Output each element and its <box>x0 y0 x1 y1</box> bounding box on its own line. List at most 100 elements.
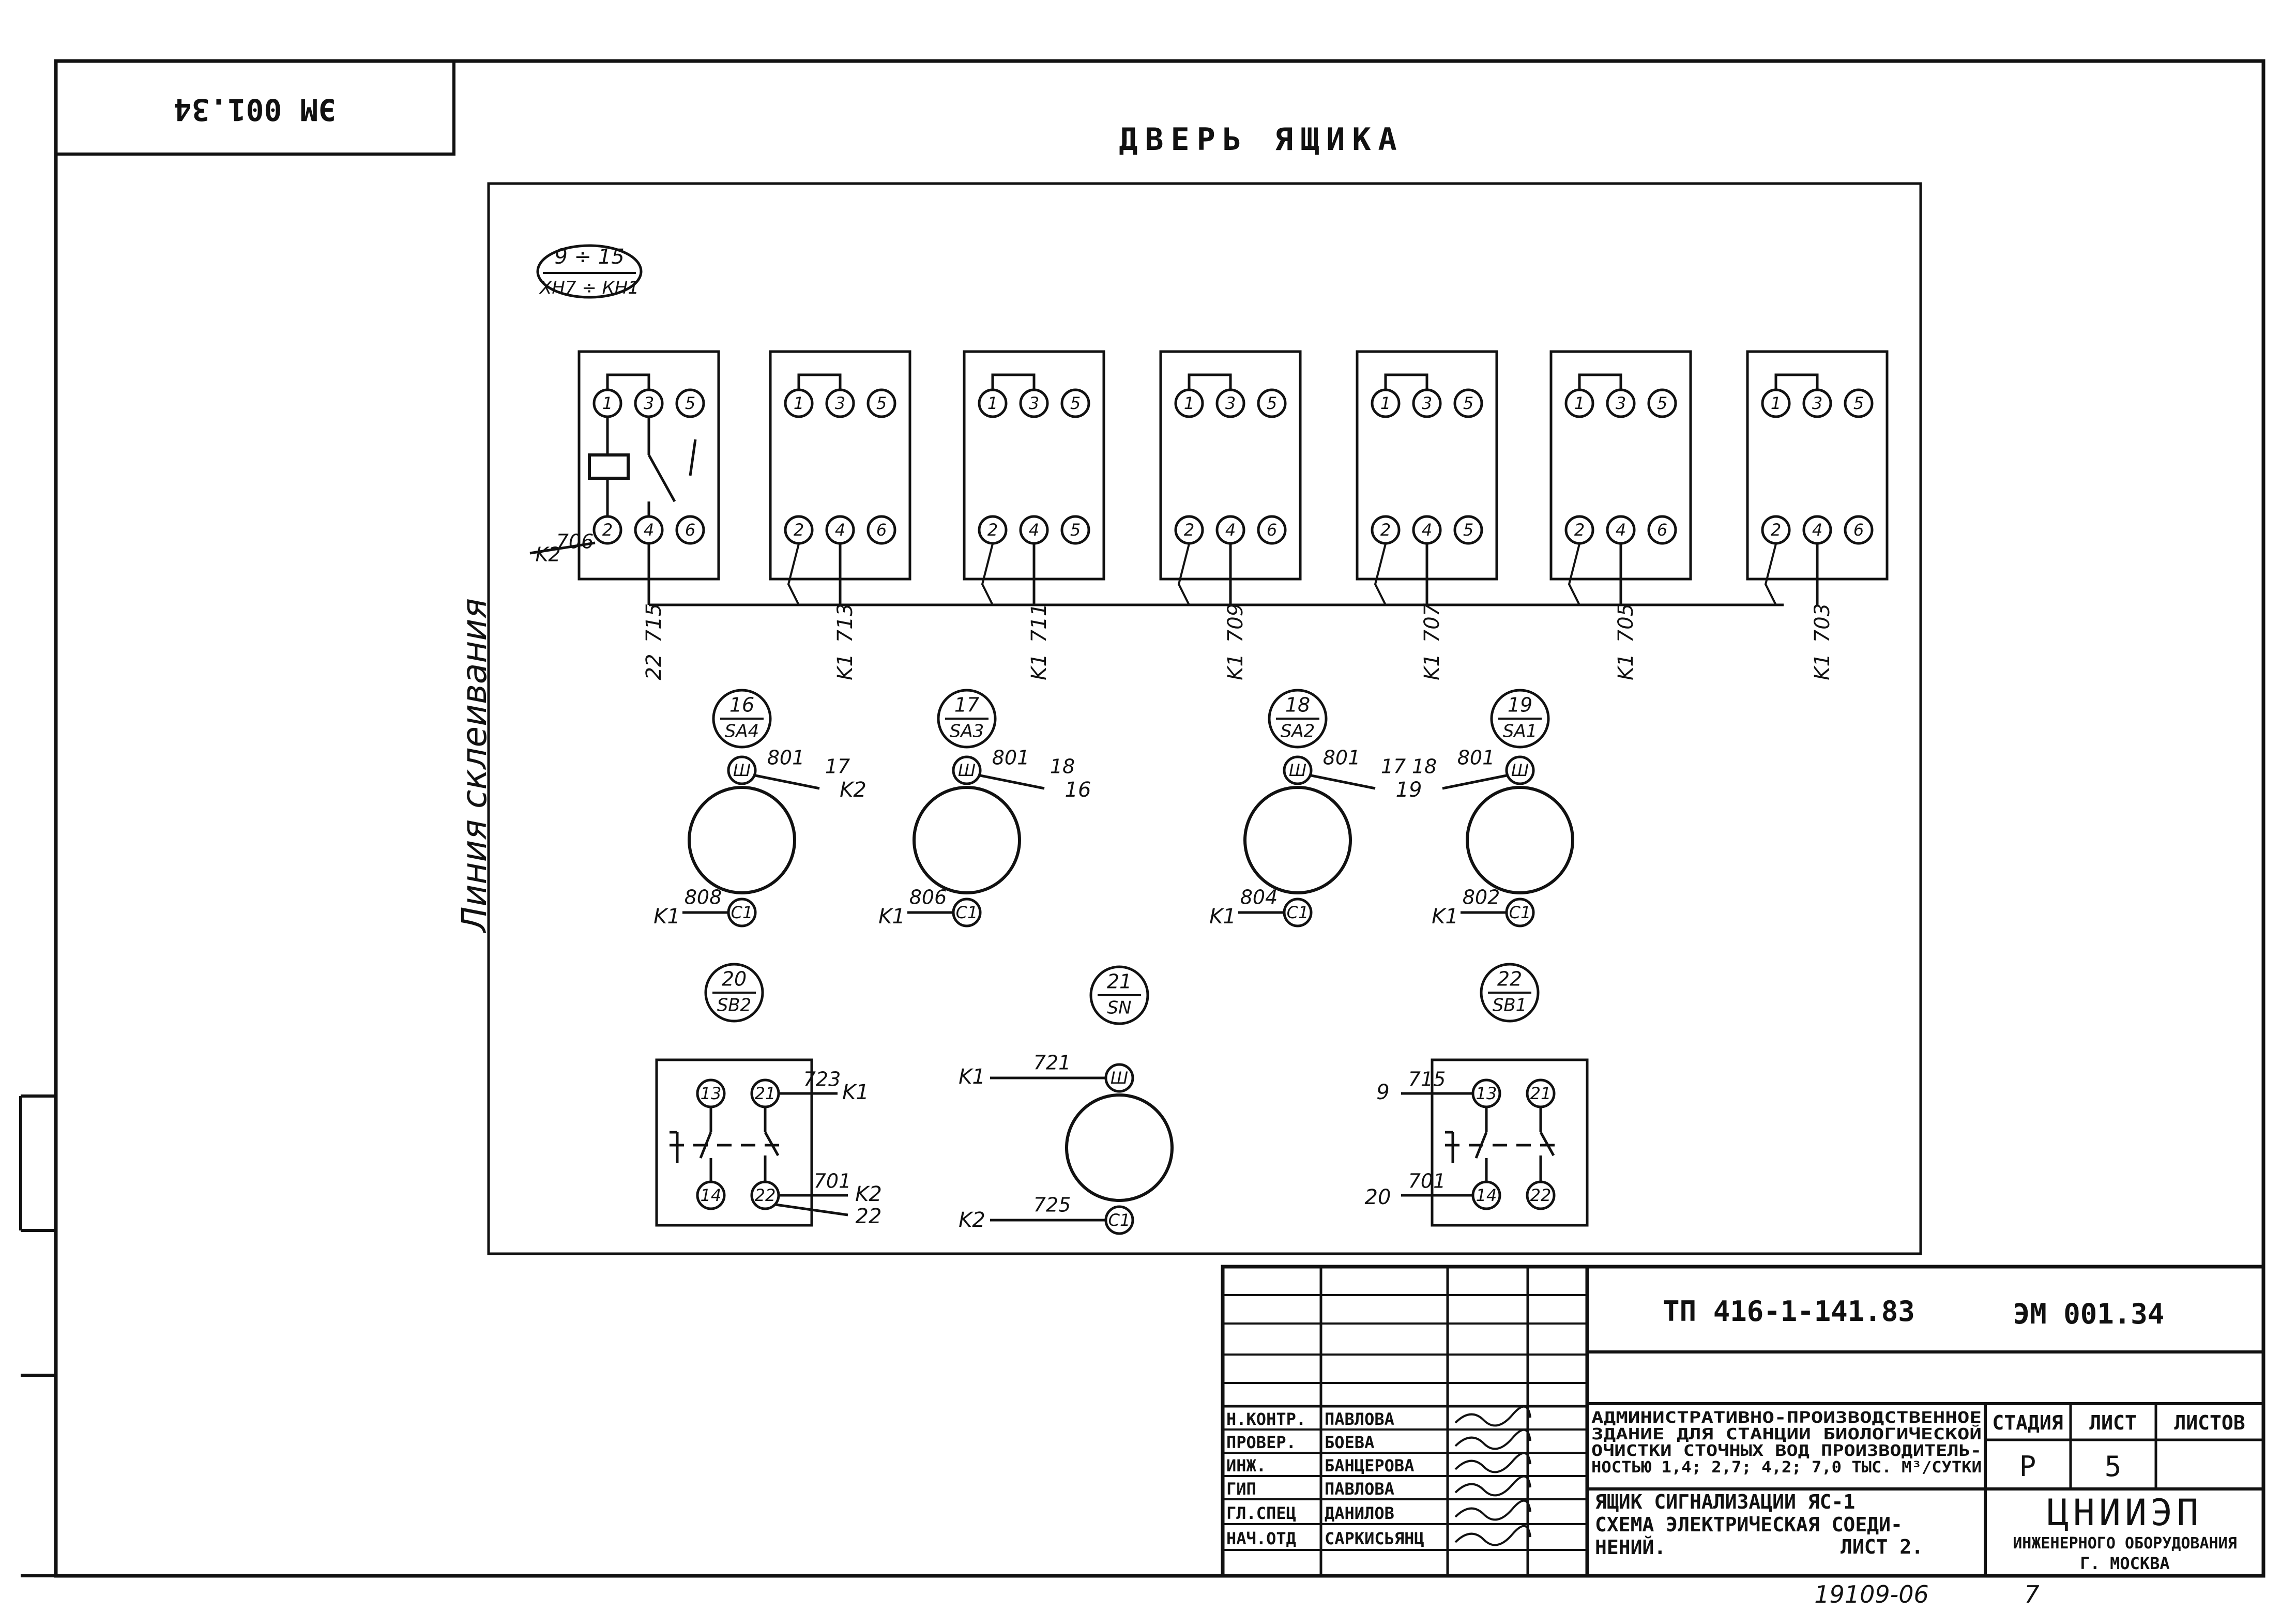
relay-terminal-top: 3 <box>1029 393 1039 413</box>
relay-terminal-bottom-ring <box>1564 515 1594 545</box>
switch-top-wire: 801 <box>1457 747 1495 769</box>
relay-terminal-top-ring <box>1761 388 1791 418</box>
org-sub: ИНЖЕНЕРНОГО ОБОРУДОВАНИЯ <box>2013 1534 2237 1553</box>
relay-terminal-top-ring <box>1174 388 1204 418</box>
switch-top-dest-a: 17 <box>825 755 850 778</box>
relay-jumper <box>606 373 650 389</box>
switch-top-lead <box>1442 774 1507 790</box>
relay-terminal-bottom-ring <box>1215 515 1245 545</box>
relay-terminal-bottom-ring <box>1606 515 1636 545</box>
relay-terminal-top-ring <box>634 388 664 418</box>
relay-wire-dest: 22 <box>642 654 666 680</box>
relay-terminal-bottom: 2 <box>1574 520 1585 540</box>
relay-jumper <box>1578 373 1622 389</box>
lamp-tag-name: SN <box>1107 998 1131 1018</box>
relay-wire-dest: K1 <box>1811 653 1834 680</box>
relay-terminal-top-ring <box>1453 388 1483 418</box>
relay-terminal-bottom-ring <box>1802 515 1832 545</box>
relay-terminal-top-ring <box>1060 388 1090 418</box>
button-terminal-14: 14 <box>1476 1185 1497 1205</box>
lamp-tag-ring <box>1089 965 1149 1025</box>
relay-wire-dest: K1 <box>1614 653 1638 680</box>
relay-terminal-bottom: 4 <box>1029 520 1039 540</box>
signatory-name: ПАВЛОВА <box>1325 1479 1394 1499</box>
button-terminal-21-ring <box>1526 1078 1556 1108</box>
corner-stamp-box <box>54 59 455 156</box>
relay-left-label: K2 <box>535 543 560 566</box>
contact-blade <box>647 454 676 503</box>
relay-terminal-top: 3 <box>835 393 845 413</box>
role-label: НАЧ.ОТД <box>1226 1529 1296 1548</box>
relay-terminal-bottom: 6 <box>685 520 695 540</box>
doc-code: ЭМ 001.34 <box>2013 1298 2165 1330</box>
button-terminal-21: 21 <box>1530 1084 1552 1103</box>
relay-terminal-top: 5 <box>1267 393 1277 413</box>
switch-tag-number: 16 <box>729 694 754 717</box>
button-terminal-14: 14 <box>701 1185 722 1205</box>
relay-terminal-top-ring <box>1371 388 1401 418</box>
description-line: ОЧИСТКИ СТОЧНЫХ ВОД ПРОИЗВОДИТЕЛЬ- <box>1591 1442 1982 1460</box>
relay-terminal-bottom-ring <box>1371 515 1401 545</box>
relay-jumper <box>991 373 1036 389</box>
lamp-tag-number: 21 <box>1107 970 1132 993</box>
relay-wire-number: 705 <box>1614 603 1638 643</box>
switch-tag-ring <box>1268 689 1328 749</box>
relay-terminal-top-ring <box>1564 388 1594 418</box>
lamp-bottom-wire: 725 <box>1033 1194 1071 1216</box>
relay-terminal-top-ring <box>784 388 814 418</box>
relay-jumper-low <box>981 543 994 605</box>
title-block <box>1221 1265 2265 1578</box>
relay-jumper-low <box>1568 543 1580 605</box>
signatory-name: БАНЦЕРОВА <box>1325 1456 1414 1476</box>
relay-terminal-bottom: 2 <box>602 520 613 540</box>
role-label: ГЛ.СПЕЦ <box>1226 1503 1296 1523</box>
switch-bottom-label: K1 <box>1432 905 1458 929</box>
relay-terminal-bottom-ring <box>592 515 622 545</box>
button-terminal-22-ring <box>1526 1180 1556 1210</box>
relay-terminal-bottom-ring <box>1019 515 1049 545</box>
glue-line-label: Линия склеивания <box>454 598 494 933</box>
relay-terminal-top: 1 <box>602 393 613 413</box>
button-wire-701-dest: K2 <box>855 1182 882 1206</box>
signature-mark <box>1454 1475 1531 1497</box>
relay-terminal-bottom: 2 <box>1380 520 1391 540</box>
switch-top-dest-a: 18 <box>1412 755 1437 778</box>
button-tag-ring <box>1480 963 1540 1023</box>
signatory-name: БОЕВА <box>1325 1433 1374 1452</box>
switch-top-dest-b: 19 <box>1396 778 1422 802</box>
relay-wire-dest: K1 <box>1420 653 1444 680</box>
relay-terminal-top: 3 <box>1422 393 1432 413</box>
relay-terminal-bottom: 2 <box>987 520 998 540</box>
button-wire-701: 701 <box>814 1170 852 1193</box>
relay-terminal-bottom: 6 <box>876 520 887 540</box>
relay-jumper-low <box>1374 543 1387 605</box>
relay-terminal-bottom-ring <box>1761 515 1791 545</box>
relay-terminal-bottom-ring <box>784 515 814 545</box>
relay-terminal-top-ring <box>592 388 622 418</box>
sheet-title-line: ЛИСТ 2. <box>1841 1535 1923 1558</box>
relay-terminal-top-ring <box>1802 388 1832 418</box>
switch-body <box>913 786 1021 894</box>
relay-jumper <box>797 373 842 389</box>
switch-terminal-bottom: С1 <box>1509 903 1531 922</box>
relay-wire-number: 703 <box>1811 603 1834 643</box>
relay-terminal-bottom-ring <box>1844 515 1874 545</box>
relay-terminal-top-ring <box>1844 388 1874 418</box>
button-terminal-13-ring <box>696 1078 726 1108</box>
relay-terminal-bottom-ring <box>866 515 896 545</box>
switch-bottom-wire: 802 <box>1463 886 1500 909</box>
switch-top-dest-a: 18 <box>1050 755 1075 778</box>
relay-terminal-top: 1 <box>1574 393 1585 413</box>
